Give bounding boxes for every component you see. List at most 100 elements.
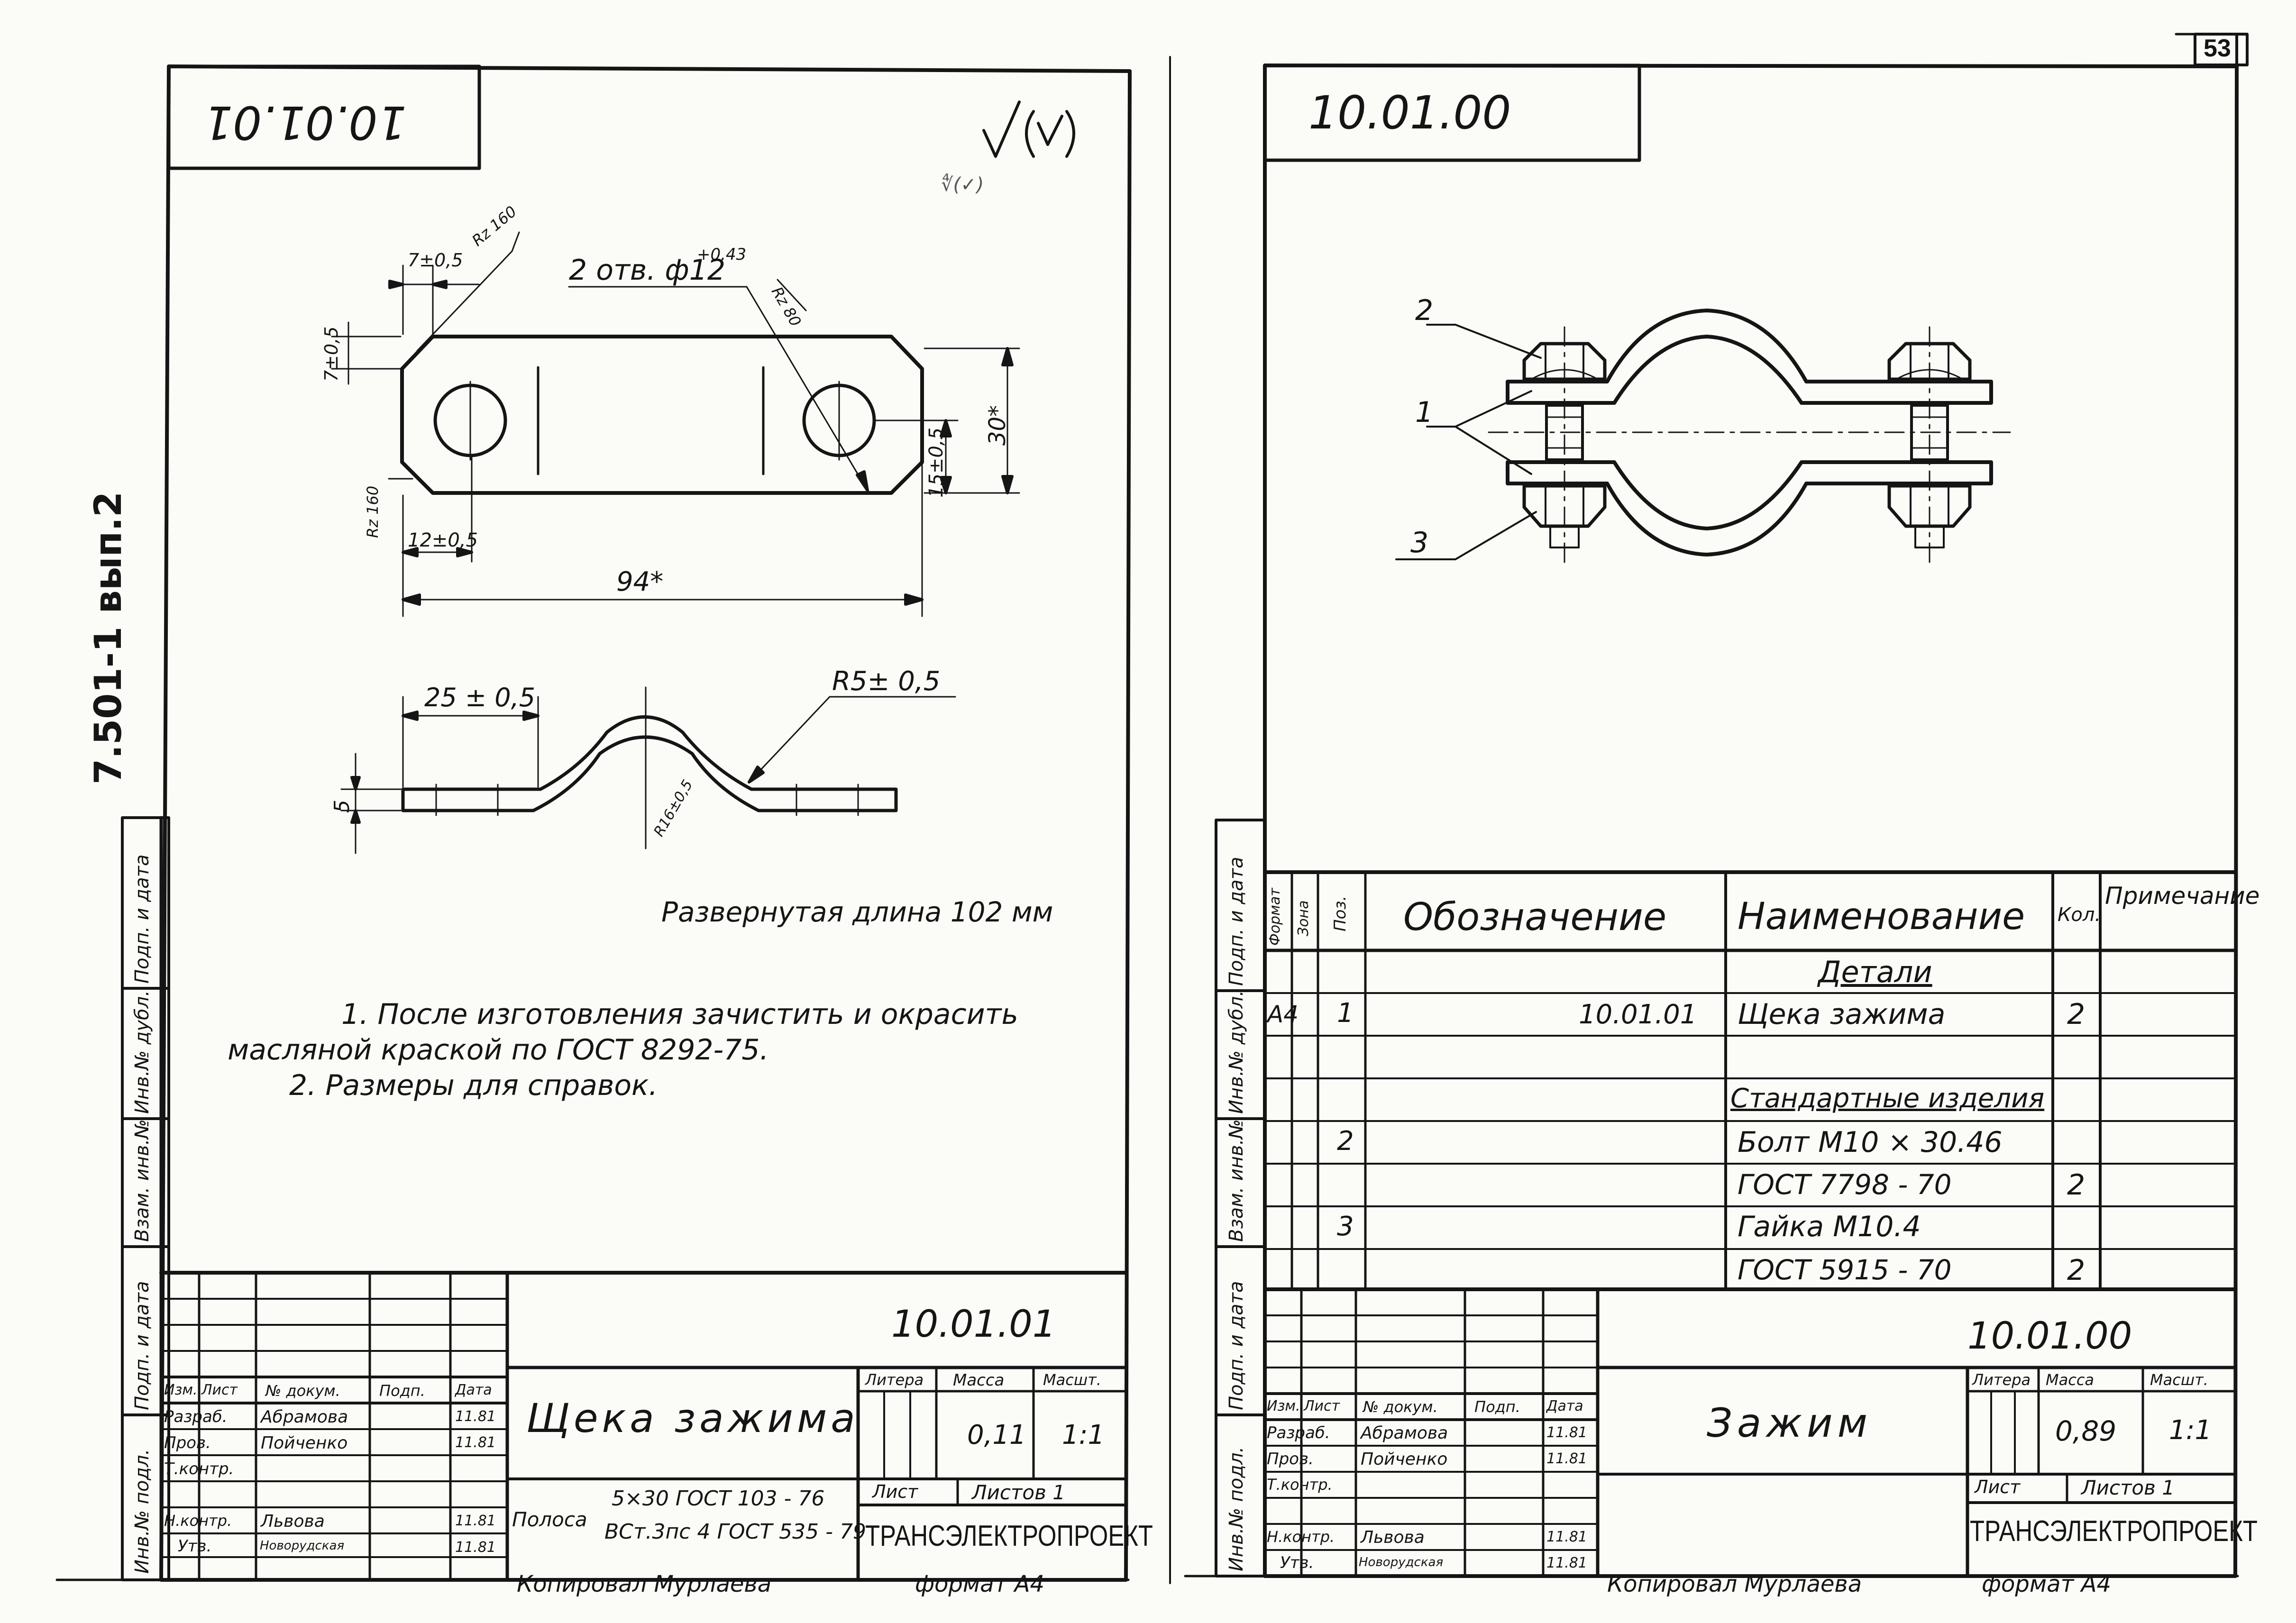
right-tb-name-5: Новорудская	[1359, 1555, 1444, 1569]
spec-r1-name: Щека зажима	[1738, 998, 1946, 1031]
note-2: 2. Размеры для справок.	[289, 1069, 658, 1102]
note-1: 1. После изготовления зачистить и окраси…	[341, 998, 1018, 1031]
roughness-symbol-graphic	[982, 100, 1075, 158]
right-tb-h1: Лист	[1304, 1398, 1340, 1414]
spec-r4-name: Болт М10 × 30.46	[1738, 1126, 2003, 1159]
margin-label-r4: Подп. и дата	[1226, 1281, 1247, 1410]
right-tb-date-5: 11.81	[1546, 1555, 1587, 1571]
spec-r6-pos: 3	[1337, 1211, 1354, 1242]
right-tb-mass: 0,89	[2055, 1415, 2117, 1447]
left-part-plan-view	[331, 231, 1020, 617]
dim-94: 94*	[616, 566, 664, 597]
right-tb-scale: 1:1	[2169, 1415, 2212, 1446]
left-tb-sheets-label: Листов 1	[972, 1481, 1065, 1504]
spec-r7-qty: 2	[2067, 1254, 2086, 1287]
right-tb-name-0: Абрамова	[1361, 1423, 1448, 1443]
spec-h-zone: Зона	[1295, 900, 1312, 936]
left-tb-name-1: Пойченко	[261, 1433, 348, 1453]
right-tb-name-1: Пойченко	[1361, 1450, 1448, 1469]
spec-r1-fmt: А4	[1267, 1001, 1299, 1028]
left-tb-org: ТРАНСЭЛЕКТРОПРОЕКТ	[865, 1520, 1153, 1552]
right-assembly-view	[1395, 309, 2011, 565]
dim-5: 5	[330, 800, 354, 813]
left-tb-h4: Дата	[455, 1382, 492, 1398]
left-tb-litera-label: Литера	[865, 1371, 924, 1389]
right-tb-role-4: Н.контр.	[1267, 1528, 1335, 1546]
spec-r1-qty: 2	[2067, 998, 2086, 1031]
left-tb-code: 10.01.01	[891, 1303, 1056, 1346]
callout-2: 2	[1415, 294, 1434, 327]
series-code: 7.501-1 вып.2	[87, 491, 130, 784]
left-tb-material-prefix: Полоса	[512, 1508, 587, 1531]
margin-label-5: Инв.№ подл.	[131, 1449, 153, 1574]
left-tb-material-top: 5×30 ГОСТ 103 - 76	[612, 1486, 825, 1511]
left-tb-material-bottom: ВСт.3пс 4 ГОСТ 535 - 79	[604, 1520, 866, 1544]
spec-h-name: Наименование	[1738, 895, 2025, 938]
right-tb-date-0: 11.81	[1546, 1424, 1587, 1441]
right-tb-mass-label: Масса	[2046, 1371, 2095, 1389]
right-tb-org: ТРАНСЭЛЕКТРОПРОЕКТ	[1970, 1515, 2258, 1548]
left-tb-name-5: Новорудская	[260, 1539, 345, 1553]
right-corner-code: 10.01.00	[1308, 86, 1511, 139]
right-tb-h3: Подп.	[1474, 1398, 1520, 1416]
spec-r0-name: Детали	[1818, 955, 1932, 989]
dim-holes-tol: +0,43	[697, 245, 747, 264]
right-tb-litera-label: Литера	[1972, 1371, 2031, 1389]
dim-rz160b: Rz 160	[364, 485, 382, 538]
left-tb-role-2: Т.контр.	[164, 1459, 234, 1478]
margin-label-r5: Инв.№ подл.	[1226, 1446, 1247, 1571]
spec-r1-code: 10.01.01	[1579, 999, 1697, 1030]
margin-label-r2: Инв.№ дубл.	[1226, 990, 1247, 1114]
left-tb-scale: 1:1	[1062, 1420, 1105, 1450]
left-tb-h3: Подп.	[379, 1382, 425, 1400]
left-format: формат А4	[915, 1571, 1045, 1597]
right-title-block-lines	[1263, 1287, 2237, 1578]
left-tb-date-0: 11.81	[455, 1408, 496, 1425]
right-tb-date-1: 11.81	[1546, 1450, 1587, 1467]
dim-30: 30*	[984, 405, 1011, 446]
roughness-symbol: ∜(✓)	[941, 174, 984, 196]
spec-h-code: Обозначение	[1403, 895, 1667, 939]
left-tb-date-1: 11.81	[455, 1434, 496, 1451]
left-tb-name: Щека зажима	[526, 1395, 859, 1441]
left-tb-role-0: Разраб.	[164, 1407, 228, 1426]
dim-7b: 7±0,5	[321, 326, 342, 382]
margin-label-2: Инв.№ дубл.	[131, 990, 153, 1114]
left-sheet-frame	[55, 64, 1132, 1582]
left-part-side-view	[340, 686, 956, 854]
dim-12: 12±0,5	[408, 529, 478, 551]
margin-label-4: Подп. и дата	[131, 1281, 153, 1410]
right-tb-role-5: Утв.	[1280, 1553, 1314, 1572]
left-tb-mass: 0,11	[967, 1420, 1026, 1450]
right-tb-scale-label: Масшт.	[2150, 1371, 2208, 1389]
margin-label-r3: Взам. инв.№	[1226, 1119, 1247, 1242]
left-tb-scale-label: Масшт.	[1043, 1371, 1101, 1389]
right-copied: Копировал Мурлаева	[1607, 1571, 1862, 1597]
right-tb-role-1: Пров.	[1267, 1450, 1314, 1468]
right-tb-code: 10.01.00	[1967, 1315, 2132, 1358]
right-tb-role-0: Разраб.	[1267, 1423, 1330, 1442]
right-tb-name-4: Львова	[1361, 1528, 1425, 1547]
right-tb-name: Зажим	[1707, 1400, 1872, 1446]
right-tb-sheet-label: Лист	[1975, 1477, 2021, 1497]
right-tb-date-4: 11.81	[1546, 1529, 1587, 1545]
right-tb-sheets-label: Листов 1	[2081, 1476, 2175, 1499]
spec-r4-pos: 2	[1337, 1126, 1354, 1157]
margin-label-1: Подп. и дата	[131, 854, 153, 984]
spec-h-qty: Кол.	[2058, 904, 2101, 926]
right-tb-role-2: Т.контр.	[1267, 1476, 1333, 1494]
spec-r5-name: ГОСТ 7798 - 70	[1738, 1168, 1952, 1201]
spec-h-note: Примечание	[2105, 882, 2260, 910]
left-tb-name-0: Абрамова	[261, 1407, 348, 1427]
left-tb-date-4: 11.81	[455, 1513, 496, 1529]
left-tb-role-1: Пров.	[164, 1433, 211, 1452]
left-tb-mass-label: Масса	[953, 1371, 1005, 1390]
right-tb-h0: Изм.	[1267, 1398, 1300, 1414]
margin-label-3: Взам. инв.№	[131, 1119, 153, 1242]
right-spec-table-lines	[1263, 870, 2237, 1291]
left-tb-sheet-label: Лист	[872, 1481, 918, 1502]
left-tb-h0: Изм.	[164, 1382, 198, 1398]
developed-length: Развернутая длина 102 мм	[661, 896, 1053, 928]
spec-r7-name: ГОСТ 5915 - 70	[1738, 1254, 1952, 1286]
left-tb-h2: № докум.	[265, 1382, 340, 1400]
